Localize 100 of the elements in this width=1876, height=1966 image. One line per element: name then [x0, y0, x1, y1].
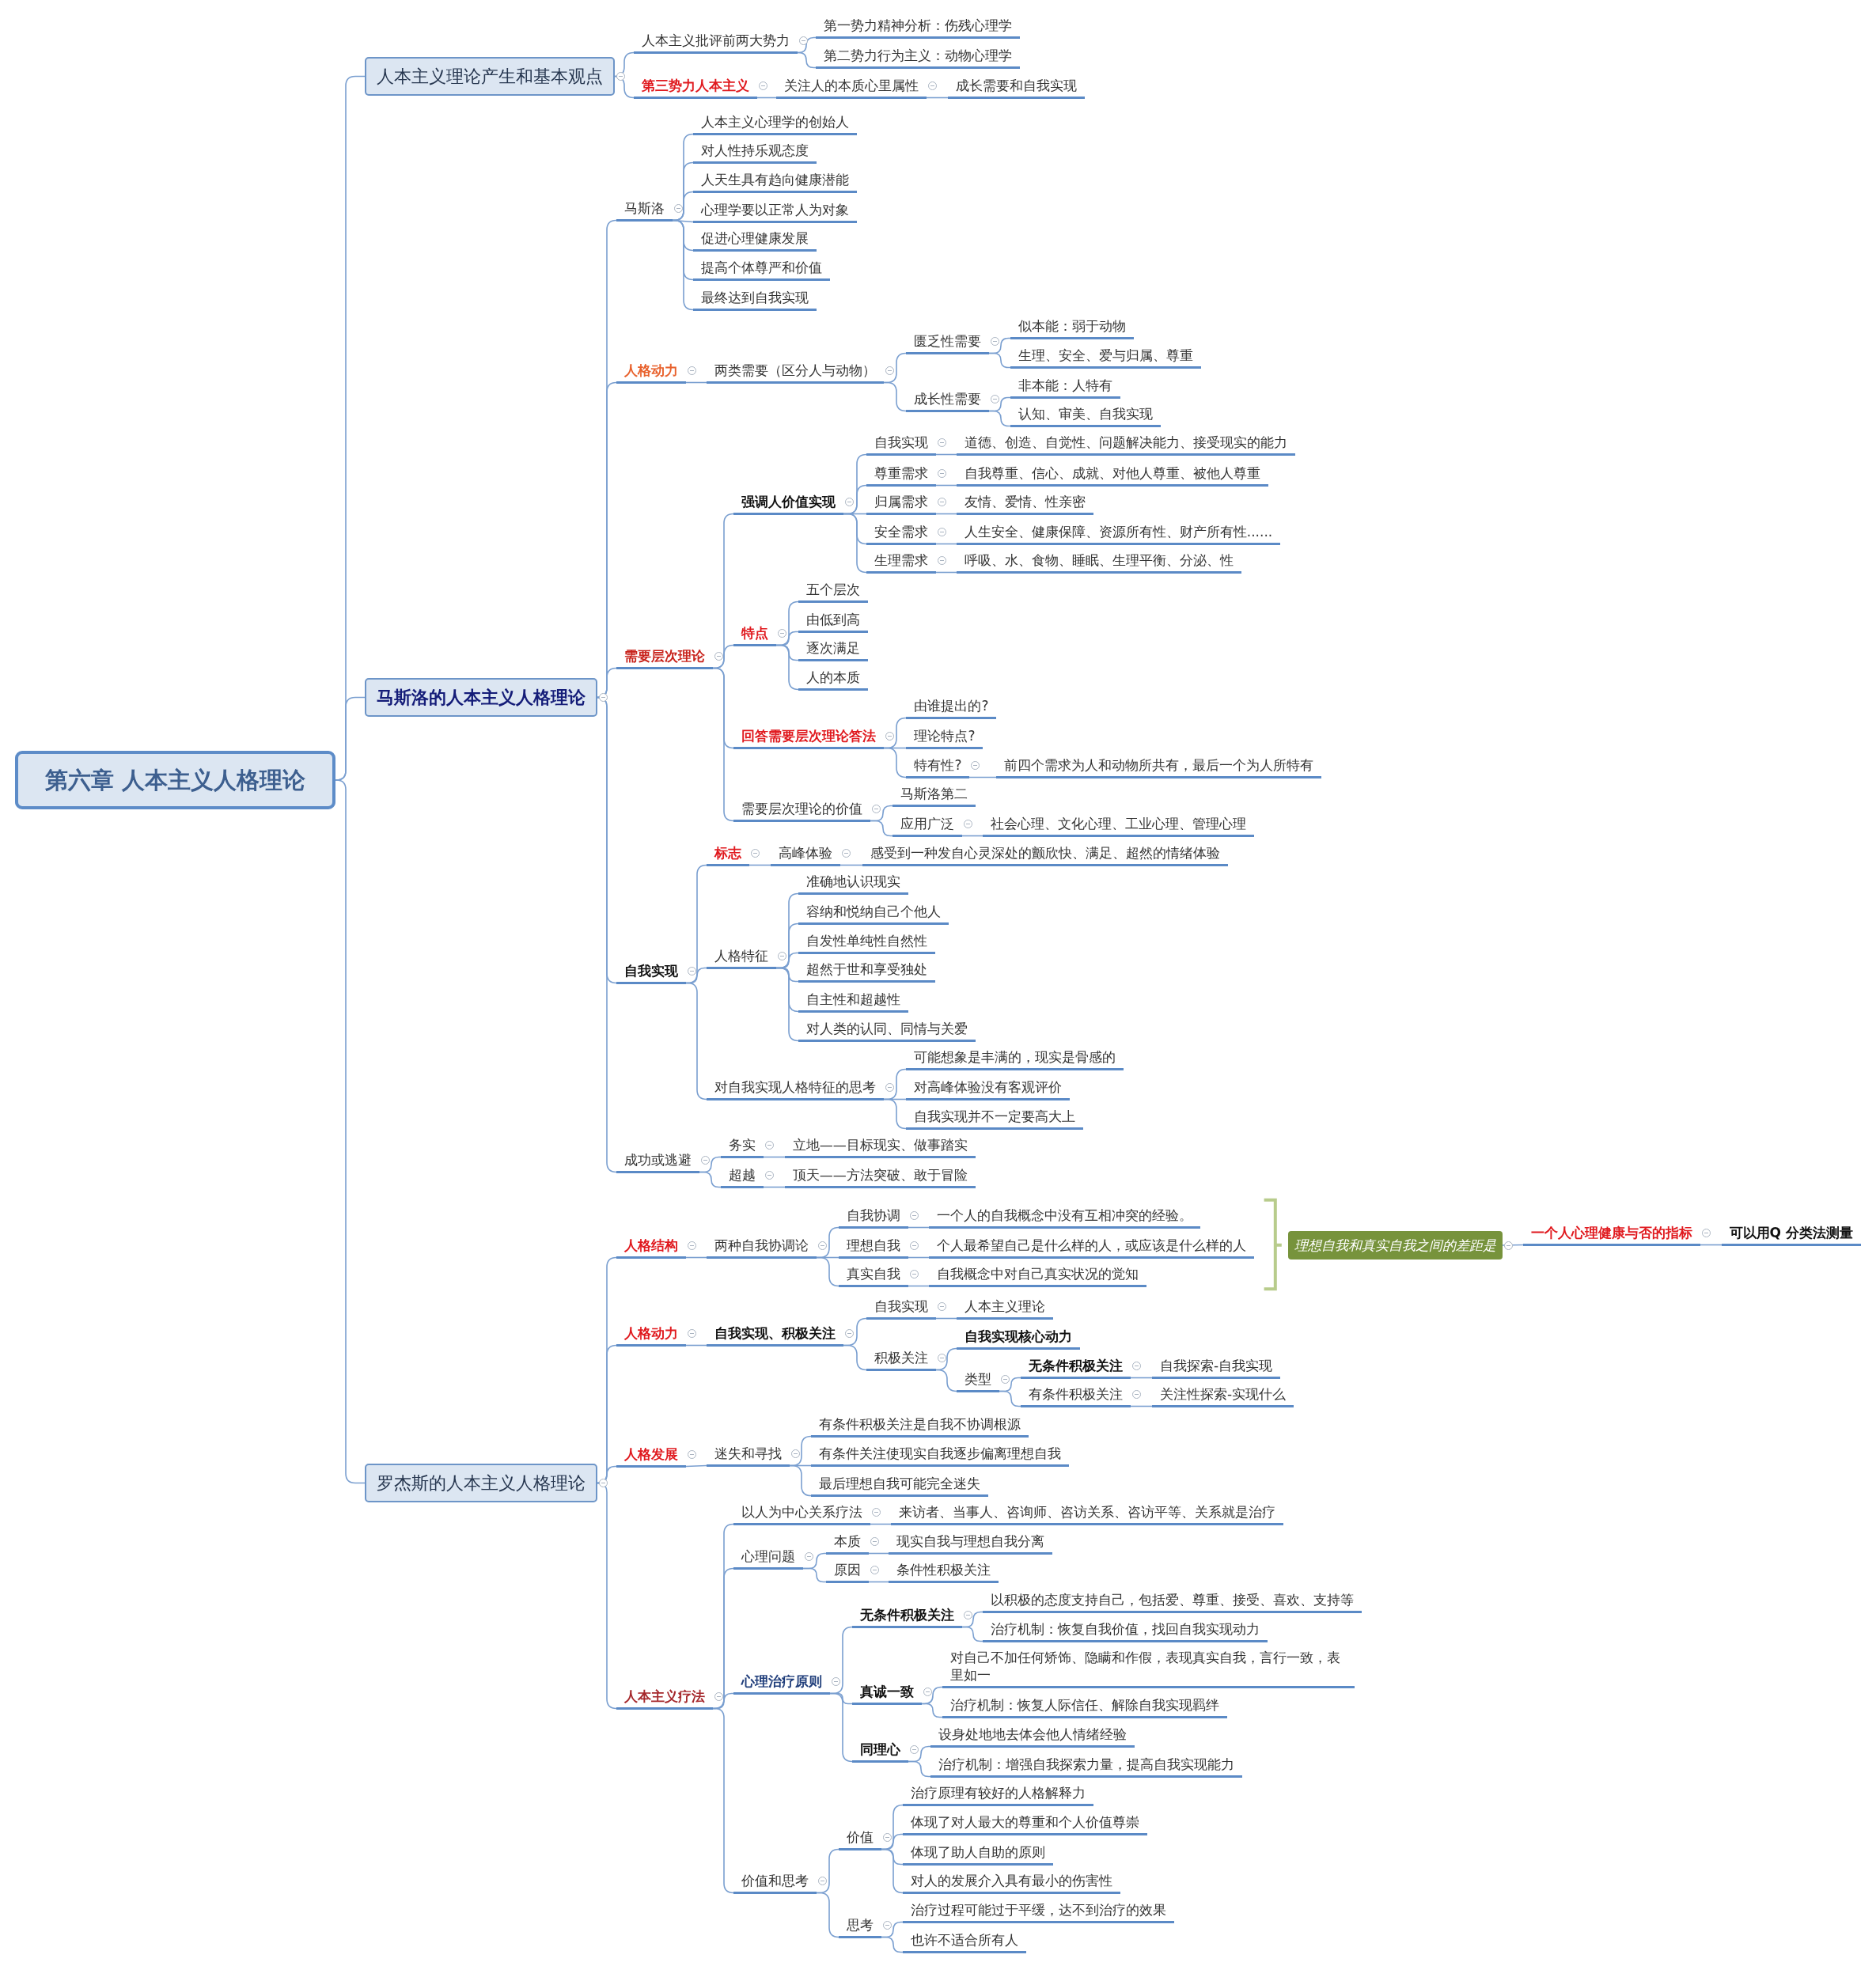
underlined-topic: 治疗原理有较好的人格解释力: [902, 1784, 1093, 1807]
underlined-topic: 成长性需要: [906, 390, 990, 412]
connector-line: [1130, 1405, 1153, 1407]
connector-line: [756, 97, 777, 99]
connector-line: [868, 1552, 889, 1555]
underlined-topic: 以人为中心关系疗法: [733, 1503, 870, 1526]
underlined-topic: 两种自我协调论: [707, 1236, 817, 1259]
underlined-topic: 有条件积极关注是自我不协调根源: [810, 1415, 1029, 1438]
underlined-topic: 人本主义理论: [956, 1297, 1053, 1320]
underlined-topic: 人格动力: [616, 1324, 687, 1347]
underlined-topic: 积极关注: [866, 1349, 936, 1372]
underlined-topic: 无条件积极关注: [1020, 1356, 1131, 1379]
underlined-topic: 现实自我与理想自我分离: [889, 1532, 1053, 1555]
connector-line: [829, 1692, 853, 1763]
connector-line: [763, 1186, 786, 1188]
underlined-topic: 人本主义疗法: [616, 1688, 714, 1710]
underlined-topic: 安全需求: [866, 523, 936, 545]
underlined-topic: 治疗机制：增强自我探索力量，提高自我实现能力: [930, 1755, 1242, 1778]
underlined-topic: 顶天——方法突破、敢于冒险: [784, 1166, 976, 1189]
underlined-topic: 超然于世和享受独处: [798, 960, 936, 983]
connector-line: [775, 967, 799, 1042]
connector-line: [926, 97, 949, 99]
underlined-topic: 心理学要以正常人为对象: [692, 200, 857, 223]
underlined-topic: 真诚一致: [852, 1683, 923, 1705]
connector-line: [685, 1344, 707, 1347]
underlined-topic: 本质: [825, 1532, 869, 1555]
underlined-topic: 一个人心理健康与否的指标: [1523, 1223, 1701, 1246]
underlined-topic: 人本主义心理学的创始人: [692, 112, 857, 135]
underlined-topic: 非本能：人特有: [1010, 376, 1120, 399]
underlined-topic: 条件性积极关注: [889, 1561, 999, 1584]
underlined-topic: 人格特征: [707, 946, 777, 969]
connector-line: [961, 1626, 983, 1642]
connector-line: [935, 453, 957, 456]
underlined-topic: 自我实现并不一定要高大上: [906, 1107, 1084, 1130]
underlined-topic: 高峰体验: [771, 843, 841, 866]
underlined-topic: 类型: [956, 1370, 999, 1393]
underlined-topic: 对人的发展介入具有最小的伤害性: [902, 1872, 1120, 1895]
underlined-topic: 促进心理健康发展: [692, 229, 817, 252]
connector-line: [1700, 1244, 1723, 1246]
underlined-topic: 对高峰体验没有客观评价: [906, 1078, 1071, 1101]
underlined-topic: 两类需要（区分人与动物）: [707, 361, 885, 384]
connector-line: [870, 820, 893, 837]
underlined-topic: 价值: [838, 1828, 881, 1850]
underlined-topic: 归属需求: [866, 492, 936, 515]
connector-line: [712, 667, 734, 822]
connector-line: [881, 1936, 904, 1953]
underlined-topic: 务实: [720, 1136, 764, 1158]
connector-line: [672, 219, 694, 311]
connector-line: [614, 75, 635, 99]
underlined-topic: 自我协调: [838, 1206, 908, 1229]
underlined-topic: 自我实现: [866, 434, 936, 456]
connector-line: [883, 381, 907, 412]
underlined-topic: 马斯洛第二: [892, 785, 976, 808]
connector-line: [749, 864, 771, 866]
summary-topic-box: 理想自我和真实自我之间的差距是: [1287, 1230, 1503, 1260]
connector-line: [908, 1285, 930, 1287]
underlined-topic: 自我概念中对自己真实状况的觉知: [928, 1265, 1146, 1288]
underlined-topic: 立地——目标现实、做事踏实: [784, 1136, 976, 1158]
underlined-topic: 治疗机制：恢复人际信任、解除自我实现羁绊: [942, 1696, 1228, 1719]
underlined-topic: 马斯洛: [616, 199, 673, 222]
connector-line: [921, 1703, 943, 1718]
underlined-topic: 原因: [825, 1561, 869, 1584]
underlined-topic: 无条件积极关注: [852, 1606, 963, 1629]
underlined-topic: 以积极的态度支持自己，包括爱、尊重、接受、喜欢、支持等: [983, 1591, 1362, 1614]
underlined-topic: 可能想象是丰满的，现实是骨感的: [906, 1048, 1124, 1071]
underlined-topic: 人的本质: [798, 668, 869, 691]
connector-line: [988, 352, 1011, 369]
underlined-topic: 前四个需求为人和动物所共有，最后一个为人所特有: [996, 756, 1322, 778]
underlined-topic: 自我实现核心动力: [956, 1328, 1080, 1350]
underlined-topic: 由谁提出的?: [906, 697, 997, 720]
underlined-topic: 感受到一种发自心灵深处的颤欣快、满足、超然的情绪体验: [862, 843, 1228, 866]
connector-line: [999, 1390, 1021, 1407]
underlined-topic: 人生安全、健康保障、资源所有性、财产所有性......: [956, 523, 1281, 545]
root-topic-box: 第六章 人本主义人格理论: [15, 750, 336, 809]
underlined-topic: 第三势力人本主义: [634, 76, 758, 99]
connector-line: [797, 51, 817, 69]
connector-line: [802, 1567, 827, 1583]
underlined-topic: 来访者、当事人、咨询师、咨访关系、咨访平等、关系就是治疗: [891, 1503, 1284, 1526]
underlined-topic: 友情、爱情、性亲密: [956, 492, 1093, 515]
connector-line: [908, 1226, 930, 1229]
underlined-topic: 逐次满足: [798, 639, 869, 662]
connector-line: [816, 1892, 839, 1938]
branch-topic-box: 人本主义理论产生和基本观点: [365, 57, 616, 97]
underlined-topic: 思考: [838, 1915, 881, 1938]
underlined-topic: 治疗过程可能过于平缓，达不到治疗的效果: [902, 1900, 1174, 1923]
connector-line: [968, 776, 997, 778]
underlined-topic: 自发性单纯性自然性: [798, 931, 936, 954]
underlined-topic: 第一势力精神分析：伤残心理学: [816, 16, 1021, 39]
connector-line: [685, 381, 707, 384]
connector-line: [335, 779, 366, 1484]
connector-line: [961, 835, 983, 837]
underlined-topic: 对人性持乐观态度: [692, 142, 817, 165]
connector-line: [685, 1464, 707, 1468]
underlined-topic: 最后理想自我可能完全迷失: [810, 1474, 988, 1497]
underlined-topic: 人格发展: [616, 1445, 687, 1468]
underlined-topic: 心理治疗原则: [733, 1672, 830, 1695]
connector-line: [843, 1344, 867, 1371]
underlined-topic: 理论特点?: [906, 727, 983, 750]
underlined-topic: 对自己不加任何矫饰、隐瞒和作假，表现真实自我，言行一致，表里如一: [942, 1649, 1355, 1689]
underlined-topic: 人天生具有趋向健康潜能: [692, 170, 857, 193]
